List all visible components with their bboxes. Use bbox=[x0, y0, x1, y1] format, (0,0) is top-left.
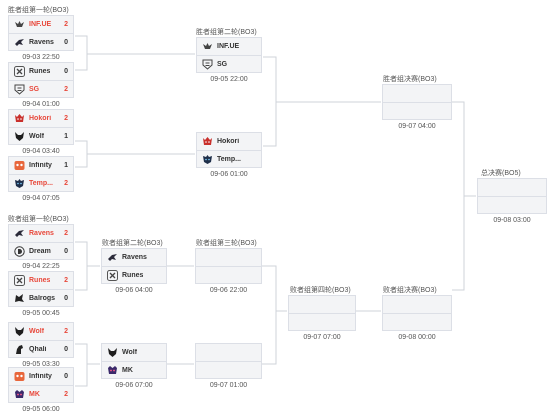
balrog-icon bbox=[14, 293, 25, 304]
red-mask-icon bbox=[14, 113, 25, 124]
team-row[interactable]: Wolf bbox=[102, 344, 166, 361]
match-upper-r2-a[interactable]: INF.UE SG 09-05 22:00 bbox=[196, 37, 262, 83]
match-lower-r1-b[interactable]: Runes 2 Balrogs 0 09-05 00:45 bbox=[8, 271, 74, 317]
match-time: 09-05 22:00 bbox=[210, 76, 248, 83]
match-lower-r3-b[interactable]: 09-07 01:00 bbox=[195, 343, 262, 389]
team-row[interactable]: Infinity 0 bbox=[9, 368, 73, 385]
rune-x-icon bbox=[14, 275, 25, 286]
match-upper-r1-b[interactable]: Runes 0 SG 2 09-04 01:00 bbox=[8, 62, 74, 108]
match-time: 09-08 00:00 bbox=[398, 334, 436, 341]
winged-emblem-icon bbox=[14, 19, 25, 30]
match-lower-r3-a[interactable]: 09-06 22:00 bbox=[195, 248, 262, 294]
match-time: 09-04 07:05 bbox=[22, 195, 60, 202]
wolf-icon bbox=[14, 131, 25, 142]
team-row[interactable]: Runes bbox=[102, 266, 166, 284]
team-row[interactable]: INF.UE 2 bbox=[9, 16, 73, 33]
rune-x-icon bbox=[107, 270, 118, 281]
match-upper-r1-a[interactable]: INF.UE 2 Ravens 0 09-03 22:50 bbox=[8, 15, 74, 61]
team-row[interactable]: Temp... 2 bbox=[9, 174, 73, 192]
wolf-icon bbox=[107, 347, 118, 358]
tempest-beast-icon bbox=[202, 154, 213, 165]
match-lower-r2-a[interactable]: Ravens Runes 09-06 04:00 bbox=[101, 248, 167, 294]
team-row[interactable]: INF.UE bbox=[197, 38, 261, 55]
match-time: 09-06 07:00 bbox=[115, 382, 153, 389]
match-lower-r1-a[interactable]: Ravens 2 Dream 0 09-04 22:25 bbox=[8, 224, 74, 270]
team-row[interactable]: Temp... bbox=[197, 150, 261, 168]
raven-icon bbox=[107, 252, 118, 263]
raven-icon bbox=[14, 37, 25, 48]
match-time: 09-07 04:00 bbox=[398, 123, 436, 130]
team-row[interactable]: SG bbox=[197, 55, 261, 73]
match-upper-r1-d[interactable]: Infinity 1 Temp... 2 09-04 07:05 bbox=[8, 156, 74, 202]
horse-icon bbox=[14, 344, 25, 355]
winged-emblem-icon bbox=[202, 41, 213, 52]
team-row[interactable]: Wolf 1 bbox=[9, 127, 73, 145]
match-time: 09-07 07:00 bbox=[303, 334, 341, 341]
team-row[interactable]: Hokori 2 bbox=[9, 110, 73, 127]
match-time: 09-07 01:00 bbox=[209, 382, 248, 389]
team-row[interactable]: Qhali 0 bbox=[9, 340, 73, 358]
match-time: 09-04 01:00 bbox=[22, 101, 60, 108]
team-row[interactable]: Dream 0 bbox=[9, 242, 73, 260]
team-row[interactable]: Runes 2 bbox=[9, 272, 73, 289]
team-row[interactable]: SG 2 bbox=[9, 80, 73, 98]
match-upper-r1-c[interactable]: Hokori 2 Wolf 1 09-04 03:40 bbox=[8, 109, 74, 155]
section-title-grand-final: 总决赛(BO5) bbox=[481, 170, 521, 177]
match-lower-r1-d[interactable]: Infinity 0 MK 2 09-05 06:00 bbox=[8, 367, 74, 413]
rune-x-icon bbox=[14, 66, 25, 77]
infinity-tiger-icon bbox=[14, 160, 25, 171]
sg-shield-icon bbox=[202, 59, 213, 70]
section-title-lower-r2: 败者组第二轮(BO3) bbox=[102, 240, 163, 247]
team-row[interactable]: Infinity 1 bbox=[9, 157, 73, 174]
section-title-upper-r2: 胜者组第二轮(BO3) bbox=[196, 29, 257, 36]
mk-creature-icon bbox=[107, 365, 118, 376]
team-row[interactable]: Balrogs 0 bbox=[9, 289, 73, 307]
match-upper-r2-b[interactable]: Hokori Temp... 09-06 01:00 bbox=[196, 132, 262, 178]
match-lower-r2-b[interactable]: Wolf MK 09-06 07:00 bbox=[101, 343, 167, 389]
match-lower-r4[interactable]: 09-07 07:00 bbox=[288, 295, 356, 341]
match-time: 09-06 04:00 bbox=[115, 287, 153, 294]
match-grand-final[interactable]: 09-08 03:00 bbox=[477, 178, 547, 224]
sg-shield-icon bbox=[14, 84, 25, 95]
infinity-tiger-icon bbox=[14, 371, 25, 382]
section-title-lower-r4: 败者组第四轮(BO3) bbox=[290, 287, 351, 294]
team-row[interactable]: Ravens bbox=[102, 249, 166, 266]
section-title-upper-r1: 胜者组第一轮(BO3) bbox=[8, 7, 69, 14]
match-time: 09-08 03:00 bbox=[493, 217, 531, 224]
match-time: 09-06 22:00 bbox=[209, 287, 248, 294]
wolf-icon bbox=[14, 326, 25, 337]
team-row[interactable]: Ravens 0 bbox=[9, 33, 73, 51]
tempest-beast-icon bbox=[14, 178, 25, 189]
team-row[interactable]: MK 2 bbox=[9, 385, 73, 403]
team-row[interactable]: Hokori bbox=[197, 133, 261, 150]
mk-creature-icon bbox=[14, 389, 25, 400]
match-time: 09-06 01:00 bbox=[210, 171, 248, 178]
match-time: 09-03 22:50 bbox=[22, 54, 60, 61]
red-mask-icon bbox=[202, 136, 213, 147]
match-time: 09-05 00:45 bbox=[22, 310, 60, 317]
section-title-lower-r1: 败者组第一轮(BO3) bbox=[8, 216, 69, 223]
match-time: 09-05 06:00 bbox=[22, 406, 60, 413]
section-title-upper-final: 胜者组决赛(BO3) bbox=[383, 76, 437, 83]
match-lower-r1-c[interactable]: Wolf 2 Qhali 0 09-05 03:30 bbox=[8, 322, 74, 368]
match-time: 09-05 03:30 bbox=[22, 361, 60, 368]
match-time: 09-04 03:40 bbox=[22, 148, 60, 155]
match-lower-final[interactable]: 09-08 00:00 bbox=[382, 295, 452, 341]
match-upper-final[interactable]: 09-07 04:00 bbox=[382, 84, 452, 130]
raven-icon bbox=[14, 228, 25, 239]
section-title-lower-final: 败者组决赛(BO3) bbox=[383, 287, 437, 294]
team-row[interactable]: Wolf 2 bbox=[9, 323, 73, 340]
dream-d-icon bbox=[14, 246, 25, 257]
team-row[interactable]: MK bbox=[102, 361, 166, 379]
team-row[interactable]: Runes 0 bbox=[9, 63, 73, 80]
section-title-lower-r3: 败者组第三轮(BO3) bbox=[196, 240, 257, 247]
match-time: 09-04 22:25 bbox=[22, 263, 60, 270]
team-row[interactable]: Ravens 2 bbox=[9, 225, 73, 242]
